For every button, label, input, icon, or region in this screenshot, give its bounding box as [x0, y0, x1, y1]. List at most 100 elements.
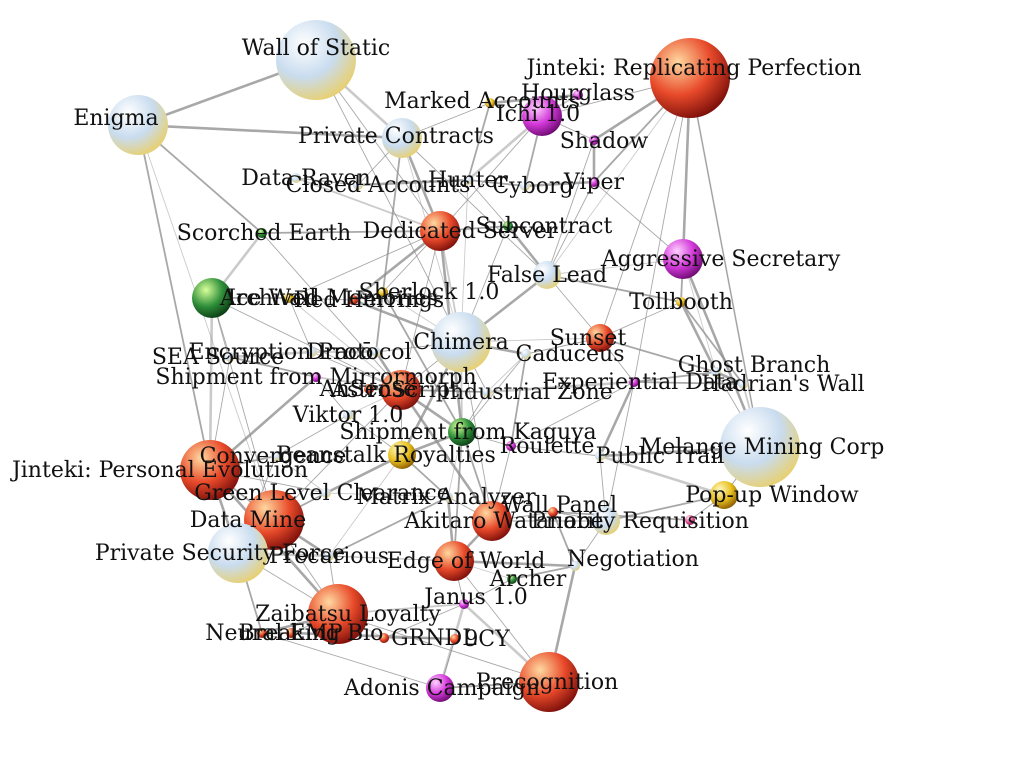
graph-edge: [261, 632, 441, 689]
graph-node-sphere[interactable]: [738, 379, 748, 389]
graph-edge: [511, 565, 576, 580]
graph-node-sphere[interactable]: [388, 441, 416, 469]
graph-node-sphere[interactable]: [257, 228, 267, 238]
graph-node-sphere[interactable]: [472, 501, 512, 541]
graph-node-sphere[interactable]: [379, 633, 389, 643]
graph-node-sphere[interactable]: [276, 20, 356, 100]
graph-node-label: Red Herrings: [294, 288, 444, 313]
graph-node-sphere[interactable]: [431, 312, 491, 372]
graph-node-sphere[interactable]: [348, 295, 358, 305]
graph-node-sphere[interactable]: [463, 175, 473, 185]
graph-node-sphere[interactable]: [520, 181, 530, 191]
graph-node-sphere[interactable]: [108, 95, 168, 155]
graph-node-sphere[interactable]: [589, 177, 599, 187]
graph-node-sphere[interactable]: [710, 481, 738, 509]
graph-node-label: Jinteki: Personal Evolution: [10, 458, 308, 483]
graph-node-sphere[interactable]: [308, 584, 368, 644]
graph-node-sphere[interactable]: [663, 239, 703, 279]
graph-node-sphere[interactable]: [650, 38, 730, 118]
graph-edge: [485, 380, 636, 394]
graph-edge: [261, 232, 402, 391]
graph-node-sphere[interactable]: [685, 515, 695, 525]
graph-node-label: Wall of Static: [242, 36, 391, 61]
graph-node-sphere[interactable]: [311, 372, 321, 382]
graph-node-sphere[interactable]: [382, 118, 422, 158]
graph-node-sphere[interactable]: [257, 628, 267, 638]
graph-node-sphere[interactable]: [506, 441, 516, 451]
graph-node-sphere[interactable]: [180, 440, 240, 500]
graph-node-sphere[interactable]: [503, 221, 513, 231]
graph-node-label: Experiential Data: [542, 370, 738, 395]
graph-node-sphere[interactable]: [378, 287, 388, 297]
graph-node-label: Closed Accounts: [286, 173, 471, 198]
graph-edge: [383, 603, 465, 639]
graph-node-label: Public Trail: [596, 444, 725, 469]
graph-edge: [680, 301, 744, 385]
graph-node-sphere[interactable]: [573, 90, 583, 100]
graph-edge: [689, 77, 761, 448]
graph-node-sphere[interactable]: [507, 574, 517, 584]
graph-node-sphere[interactable]: [434, 541, 474, 581]
graph-node-sphere[interactable]: [291, 173, 301, 183]
graph-node-sphere[interactable]: [343, 410, 353, 420]
graph-node-sphere[interactable]: [321, 488, 331, 498]
graph-node-sphere[interactable]: [271, 451, 281, 461]
graph-node-sphere[interactable]: [548, 507, 558, 517]
graph-node-sphere[interactable]: [720, 407, 800, 487]
graph-node-sphere[interactable]: [307, 347, 317, 357]
graph-edge: [598, 380, 636, 458]
graph-edge: [523, 180, 596, 188]
graph-node-sphere[interactable]: [533, 261, 561, 289]
graph-node-sphere[interactable]: [353, 180, 363, 190]
graph-node-sphere[interactable]: [595, 451, 605, 461]
graph-node-sphere[interactable]: [570, 561, 580, 571]
graph-node-sphere[interactable]: [521, 349, 531, 359]
graph-edge: [400, 230, 441, 391]
graph-edge: [324, 453, 404, 495]
graph-node-sphere[interactable]: [459, 599, 469, 609]
graph-node-label: Data Raven: [241, 166, 371, 191]
graph-node-sphere[interactable]: [371, 347, 381, 357]
graph-edge: [328, 496, 449, 557]
graph-node-sphere[interactable]: [443, 492, 453, 502]
graph-node-label: Janus 1.0: [422, 585, 528, 610]
graph-node-sphere[interactable]: [381, 370, 421, 410]
graph-node-sphere[interactable]: [589, 135, 599, 145]
graph-edge: [552, 511, 576, 567]
graph-node-sphere[interactable]: [485, 98, 495, 108]
graph-node-label: Chimera: [413, 330, 509, 355]
graph-node-sphere[interactable]: [192, 278, 232, 318]
graph-node-label: SEA Source: [152, 345, 284, 370]
graph-edge: [401, 137, 548, 276]
graph-node-sphere[interactable]: [676, 297, 686, 307]
graph-node-sphere[interactable]: [364, 384, 374, 394]
graph-node-sphere[interactable]: [482, 387, 492, 397]
graph-node-sphere[interactable]: [519, 652, 579, 712]
graph-node-sphere[interactable]: [324, 551, 334, 561]
graph-node-sphere[interactable]: [629, 377, 639, 387]
graph-node-sphere[interactable]: [450, 634, 460, 644]
graph-edge: [453, 431, 463, 562]
graph-node-sphere[interactable]: [522, 96, 562, 136]
graph-node-sphere[interactable]: [420, 211, 460, 251]
graph-node-sphere[interactable]: [225, 352, 235, 362]
graph-node-label: Edge of World: [387, 549, 546, 574]
graph-node-sphere[interactable]: [208, 523, 268, 583]
graph-node-sphere[interactable]: [586, 324, 614, 352]
graph-node-label: Ice Wall: [228, 286, 317, 311]
graph-edge: [288, 297, 313, 353]
graph-node-label: Neural EMP: [205, 621, 343, 646]
graph-node-label: Industrial Zone: [441, 380, 613, 405]
graph-node-sphere[interactable]: [286, 628, 296, 638]
graph-node-sphere[interactable]: [448, 418, 476, 446]
graph-node-sphere[interactable]: [426, 674, 454, 702]
graph-edge: [137, 124, 275, 521]
graph-node-sphere[interactable]: [592, 507, 620, 535]
graph-edge: [598, 454, 726, 497]
graph-node-sphere[interactable]: [284, 293, 294, 303]
graph-edge: [467, 102, 491, 181]
graph-node-label: Sunset: [550, 326, 627, 351]
graph-node-sphere[interactable]: [711, 367, 721, 377]
